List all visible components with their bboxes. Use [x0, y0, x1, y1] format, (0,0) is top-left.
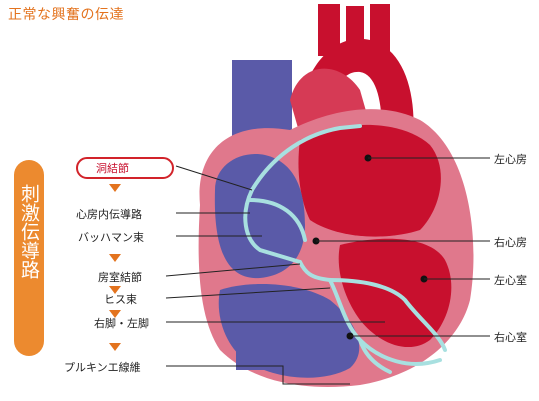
label-purkinje-fibers: プルキンエ線維	[64, 359, 141, 375]
left-atrium	[298, 125, 440, 237]
arrow-down-icon	[109, 343, 121, 351]
label-right-ventricle: 右心室	[494, 329, 527, 345]
label-left-atrium: 左心房	[494, 151, 527, 167]
arrow-down-icon	[109, 254, 121, 262]
aorta-branch-2	[346, 6, 364, 52]
label-av-node: 房室結節	[98, 269, 142, 285]
label-left-ventricle: 左心室	[494, 272, 527, 288]
label-sa-node: 洞結節	[96, 160, 129, 176]
aorta-branch-1	[318, 4, 340, 56]
label-right-atrium: 右心房	[494, 234, 527, 250]
arrow-down-icon	[109, 184, 121, 192]
label-internodal-tract: 心房内伝導路	[76, 206, 142, 222]
sidebar-label: 刺激伝導路	[14, 184, 44, 279]
label-his-bundle: ヒス束	[104, 291, 137, 307]
conduction-system-sidebar: 刺激伝導路	[14, 160, 44, 356]
inferior-vena-cava	[236, 300, 276, 370]
diagram-title: 正常な興奮の伝達	[8, 4, 124, 24]
label-bundle-branches: 右脚・左脚	[94, 315, 149, 331]
aorta-branch-3	[370, 4, 390, 54]
label-bachmann-bundle: バッハマン束	[78, 229, 144, 245]
